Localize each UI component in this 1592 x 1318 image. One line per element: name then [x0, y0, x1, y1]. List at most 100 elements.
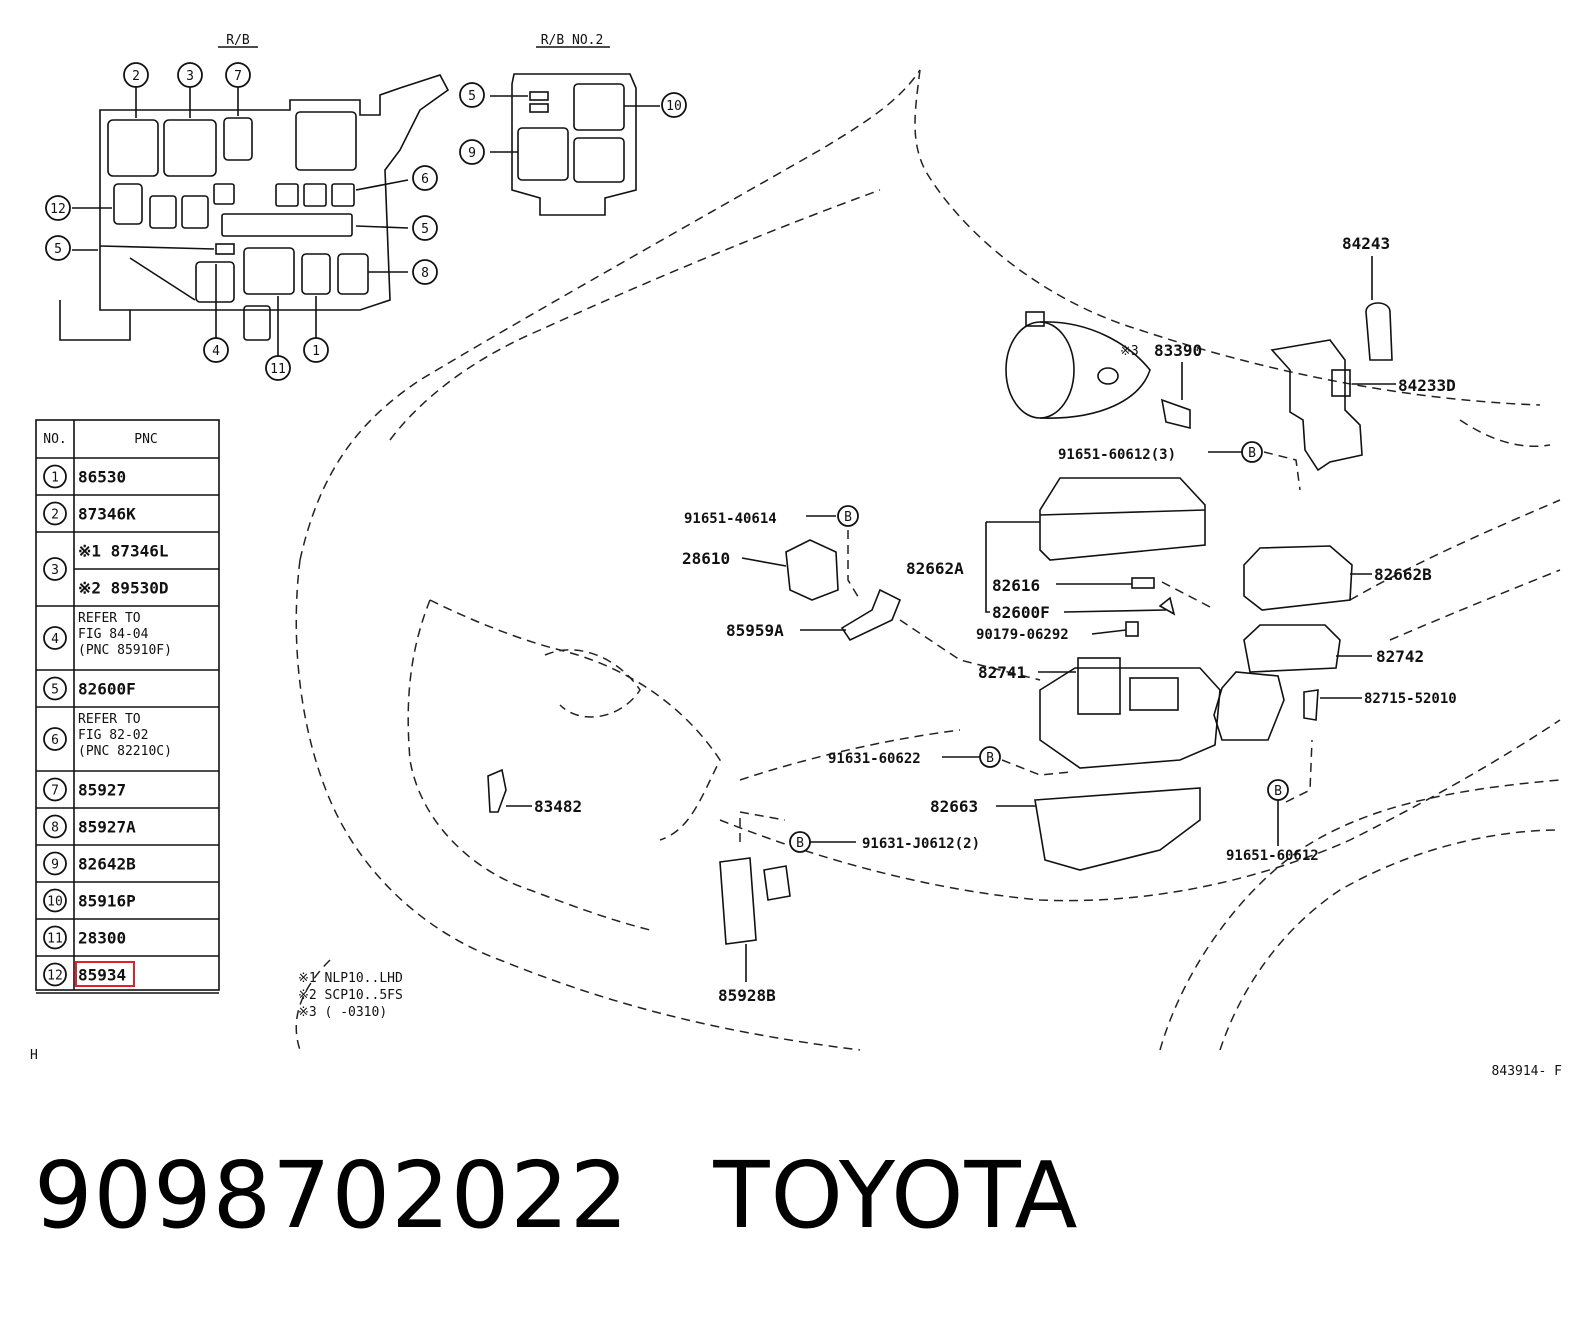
- pnc-value: 87346K: [78, 505, 136, 524]
- bolt-marker: B: [789, 831, 811, 853]
- label-82715-52010: 82715-52010: [1364, 691, 1457, 707]
- pnc-value: REFER TO: [78, 712, 141, 727]
- callout-number: 1: [312, 344, 320, 359]
- label-91631-j0612-2: 91631-J0612(2): [862, 836, 980, 852]
- label-84243: 84243: [1342, 234, 1390, 253]
- corner-ref-left: H: [30, 1048, 38, 1063]
- callout-number: 11: [270, 362, 286, 377]
- bolt-marker: B: [837, 505, 859, 527]
- callout-4: 4: [203, 337, 229, 363]
- row-number: 6: [51, 733, 59, 748]
- pnc-value: 28300: [78, 929, 126, 948]
- row-number: 5: [51, 683, 59, 698]
- product-caption: 9098702022 TOYOTA: [34, 1136, 1574, 1256]
- callout-2: 2: [123, 62, 149, 88]
- callout-number: 5: [54, 242, 62, 257]
- pnc-value: FIG 84-04: [78, 627, 149, 642]
- component-drawings: [487, 302, 1393, 945]
- row-number: 2: [51, 508, 59, 523]
- table-row: 10 85916P: [36, 888, 219, 920]
- callout-5: 5: [45, 235, 71, 261]
- callout-number: 10: [666, 99, 682, 114]
- callout-number: 4: [212, 344, 220, 359]
- label-82662a: 82662A: [906, 559, 964, 578]
- callout-number: 2: [132, 69, 140, 84]
- rb2-title: R/B NO.2: [541, 33, 604, 48]
- parts-diagram: R/B R/B NO.2: [30, 33, 1562, 1079]
- callout-10: 10: [661, 92, 687, 118]
- label-90179-06292: 90179-06292: [976, 627, 1069, 643]
- label-82663: 82663: [930, 797, 978, 816]
- table-row: 3※1 87346L※2 89530D: [36, 542, 219, 607]
- callout-number: 5: [421, 222, 429, 237]
- callout-12: 12: [45, 195, 71, 221]
- label-83390: 83390: [1154, 341, 1202, 360]
- row-number: 9: [51, 858, 59, 873]
- callout-5: 5: [459, 82, 485, 108]
- label-82662b: 82662B: [1374, 565, 1432, 584]
- bolt-letter: B: [1274, 784, 1282, 799]
- label-91651-40614: 91651-40614: [684, 511, 777, 527]
- label-82742: 82742: [1376, 647, 1424, 666]
- part-number: 9098702022: [34, 1142, 630, 1249]
- label-82741: 82741: [978, 663, 1026, 682]
- row-number: 4: [51, 632, 59, 647]
- highlight-box: [75, 961, 135, 987]
- pnc-value: REFER TO: [78, 611, 141, 626]
- fastener-paths: [739, 451, 1313, 842]
- bolt-letter: B: [986, 751, 994, 766]
- table-header-no: NO.: [43, 432, 66, 447]
- bolt-letter: B: [844, 510, 852, 525]
- callout-number: 9: [468, 146, 476, 161]
- pnc-value: ※1 87346L: [78, 542, 168, 561]
- diagram-svg: R/B R/B NO.2: [30, 33, 1562, 1079]
- callout-number: 7: [234, 69, 242, 84]
- rb-title: R/B: [226, 33, 250, 48]
- label-91651-60612-3: 91651-60612(3): [1058, 447, 1176, 463]
- bolt-letter: B: [1248, 446, 1256, 461]
- label-91631-60622: 91631-60622: [828, 751, 921, 767]
- brand-name: TOYOTA: [713, 1142, 1079, 1249]
- part-labels: 84243 ※3 83390 84233D 91651-60612(3) 916…: [534, 234, 1457, 1005]
- bolt-marker: B: [979, 746, 1001, 768]
- callout-number: 12: [50, 202, 66, 217]
- row-number: 11: [47, 932, 63, 947]
- pnc-value: 85934: [78, 966, 126, 985]
- pnc-value: 85916P: [78, 892, 136, 911]
- note-3: ※3 ( -0310): [298, 1005, 387, 1020]
- bolt-letter: B: [796, 836, 804, 851]
- table-row: 2 87346K: [36, 501, 219, 533]
- label-82616: 82616: [992, 576, 1040, 595]
- horn-83390: [1005, 311, 1191, 430]
- pnc-value: (PNC 82210C): [78, 744, 172, 759]
- pnc-value: 85927A: [78, 818, 136, 837]
- relay-block-rb-no2: R/B NO.2: [490, 33, 660, 216]
- leader-lines: [506, 256, 1396, 982]
- callout-number: 5: [468, 89, 476, 104]
- bolt-markers: B B B B B: [789, 441, 1289, 853]
- callout-9: 9: [459, 139, 485, 165]
- label-28610: 28610: [682, 549, 730, 568]
- label-star3: ※3: [1120, 344, 1139, 359]
- pnc-value: 86530: [78, 468, 126, 487]
- footnotes: ※1 NLP10..LHD ※2 SCP10..5FS ※3 ( -0310): [298, 971, 403, 1020]
- bolt-marker: B: [1267, 779, 1289, 801]
- callout-number: 3: [186, 69, 194, 84]
- row-number: 10: [47, 895, 63, 910]
- pnc-value: 85927: [78, 781, 126, 800]
- label-82600f: 82600F: [992, 603, 1050, 622]
- table-header-pnc: PNC: [134, 432, 157, 447]
- bolt-marker: B: [1241, 441, 1263, 463]
- note-1: ※1 NLP10..LHD: [298, 971, 403, 986]
- note-2: ※2 SCP10..5FS: [298, 988, 403, 1003]
- callout-6: 6: [412, 165, 438, 191]
- label-85959a: 85959A: [726, 621, 784, 640]
- callout-11: 11: [265, 355, 291, 381]
